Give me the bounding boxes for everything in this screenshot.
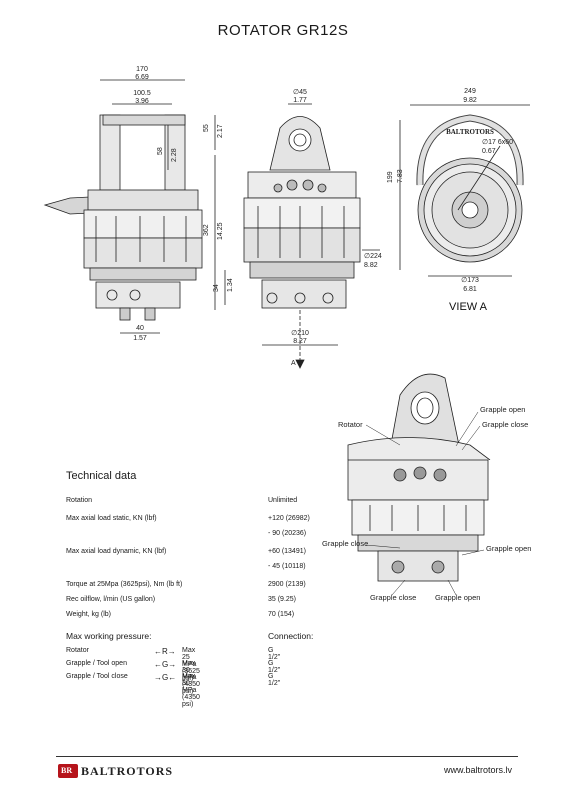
logo-text: BALTROTORS	[81, 763, 174, 778]
isometric-view	[347, 459, 489, 582]
tech-value: Unlimited	[268, 497, 298, 504]
dim-d1-in: 1.77	[293, 97, 307, 104]
label-rotator: Rotator	[338, 420, 363, 429]
dim-h1-in: 2.17	[217, 124, 224, 138]
tech-key: Rec oilflow, l/min (US gallon)	[66, 596, 156, 603]
dim-d-mm: ∅173	[461, 277, 479, 284]
view-a-drawing	[399, 104, 530, 277]
section-label: A	[291, 360, 296, 367]
pressure-arrow-icon: ←R→	[154, 647, 176, 656]
pressure-name: Grapple / Tool open	[66, 660, 127, 667]
dim-h4-mm: 34	[213, 284, 220, 292]
brand-arc-text: BALTROTORS	[446, 128, 494, 136]
website-link[interactable]: www.baltrotors.lv	[443, 765, 512, 775]
tech-value: +60 (13491)	[268, 548, 306, 555]
dim-w2-in: 3.96	[135, 98, 149, 105]
dim-h-in: 7.83	[397, 169, 404, 183]
dim-d3-mm: ∅210	[291, 330, 309, 337]
dim-d1-mm: ∅45	[293, 89, 307, 96]
tech-key: Max axial load static, KN (lbf)	[66, 515, 157, 522]
dim-w-mm: 249	[464, 88, 476, 95]
dim-h3-in: 14.25	[217, 222, 224, 240]
dim-d3-in: 8.27	[293, 338, 307, 345]
dim-d2-mm: ∅224	[364, 253, 382, 260]
brand-logo: BR BALTROTORS	[58, 762, 173, 780]
connection-heading: Connection:	[268, 631, 314, 641]
side-view-drawing	[43, 79, 226, 334]
connection-value: G 1/2"	[268, 660, 281, 674]
label-grapple-close-left: Grapple close	[322, 539, 368, 548]
dim-w3-in: 1.57	[133, 335, 147, 342]
tech-key: Max axial load dynamic, KN (lbf)	[66, 548, 167, 555]
pressure-arrow-icon: →G←	[154, 673, 177, 682]
pressure-value: Max 30 MPa (4350 psi)	[182, 660, 200, 695]
logo-mark-text: BR	[61, 766, 73, 775]
dim-hole-in: 0.67	[482, 148, 496, 155]
tech-value: 70 (154)	[268, 611, 295, 618]
tech-value: 2900 (2139)	[268, 581, 306, 588]
dim-d-in: 6.81	[463, 286, 477, 293]
label-grapple-open-right: Grapple open	[486, 544, 531, 553]
dim-d2-in: 8.82	[364, 262, 378, 269]
pressure-value: Max 30 MPa (4350 psi)	[182, 673, 200, 708]
dim-h4-in: 1.34	[227, 278, 234, 292]
label-grapple-close-top: Grapple close	[482, 420, 528, 429]
technical-drawing: 170 6.69 100.5 3.96 55 2.17 58 2.28 362 …	[43, 66, 530, 460]
iso-callouts: Rotator Grapple open Grapple close Grapp…	[322, 405, 531, 602]
tech-value: - 90 (20236)	[268, 530, 307, 537]
dim-hole-mm: ∅17 6x60	[482, 139, 513, 146]
dim-h3-mm: 362	[203, 224, 210, 236]
label-grapple-open-bottom: Grapple open	[435, 593, 480, 602]
dim-h2-in: 2.28	[171, 148, 178, 162]
dim-w-in: 9.82	[463, 97, 477, 104]
view-a-label: VIEW A	[449, 301, 488, 313]
dim-h1-mm: 55	[203, 124, 210, 132]
logo-mark-icon: BR	[58, 764, 78, 778]
label-grapple-close-bottom: Grapple close	[370, 593, 416, 602]
dim-w1-mm: 170	[136, 66, 148, 73]
tech-value: 35 (9.25)	[268, 596, 297, 603]
tech-key: Rotation	[66, 497, 93, 504]
dimension-labels: 170 6.69 100.5 3.96 55 2.17 58 2.28 362 …	[133, 66, 513, 367]
pressure-value: Max 25 MPa (3625 psi)	[182, 647, 200, 682]
tech-key: Weight, kg (lb)	[66, 611, 111, 618]
connection-value: G 1/2"	[268, 647, 281, 661]
tech-value: - 45 (10118)	[268, 563, 306, 570]
pressure-name: Rotator	[66, 647, 89, 654]
front-view-drawing	[243, 103, 380, 370]
dim-w3-mm: 40	[136, 325, 144, 332]
dim-h-mm: 199	[387, 171, 394, 183]
tech-value: +120 (26982)	[268, 515, 310, 522]
pressure-heading: Max working pressure:	[66, 631, 152, 641]
connection-value: G 1/2"	[268, 673, 281, 687]
label-grapple-open-top: Grapple open	[480, 405, 525, 414]
pressure-name: Grapple / Tool close	[66, 673, 128, 680]
pressure-arrow-icon: ←G→	[154, 660, 177, 669]
footer-divider	[56, 756, 518, 757]
isometric-drawing	[347, 373, 491, 460]
document-title: ROTATOR GR12S	[217, 22, 349, 39]
tech-key: Torque at 25Mpa (3625psi), Nm (lb ft)	[66, 581, 183, 588]
tech-heading: Technical data	[66, 470, 137, 482]
dim-w1-in: 6.69	[135, 74, 149, 81]
dim-w2-mm: 100.5	[133, 90, 151, 97]
dim-h2-mm: 58	[157, 147, 164, 155]
